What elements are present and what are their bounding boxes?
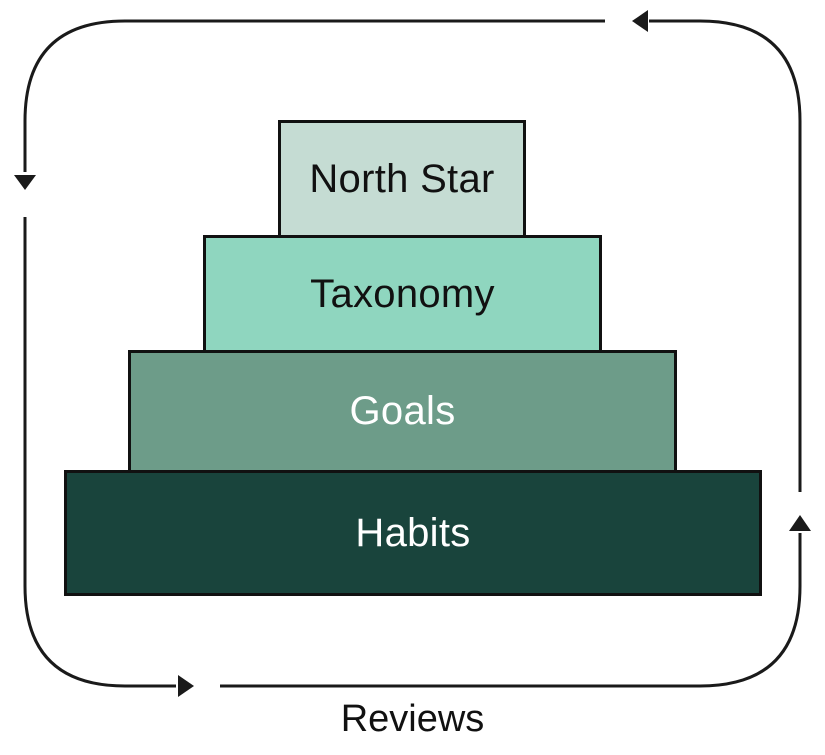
cycle-arrowhead-bottom-right: [789, 515, 811, 531]
cycle-arrow-top: [23, 19, 605, 172]
cycle-arrowhead-top-left: [14, 175, 36, 190]
cycle-arrowhead-top-right: [632, 10, 648, 32]
pyramid-tier-habits: Habits: [64, 470, 762, 596]
tier-label: Habits: [355, 510, 471, 555]
tier-label: Taxonomy: [310, 271, 495, 316]
cycle-arrowhead-bottom-left: [178, 675, 194, 697]
tier-label: North Star: [309, 156, 495, 201]
pyramid-tier-goals: Goals: [128, 350, 677, 473]
pyramid-tier-north-star: North Star: [278, 120, 526, 238]
pyramid-tier-taxonomy: Taxonomy: [203, 235, 602, 353]
cycle-arrow-right: [649, 19, 802, 492]
cycle-arrow-left: [23, 217, 176, 688]
cycle-label-reviews: Reviews: [340, 698, 485, 740]
cycle-arrow-bottom: [220, 533, 802, 688]
tier-label: Goals: [349, 389, 456, 433]
